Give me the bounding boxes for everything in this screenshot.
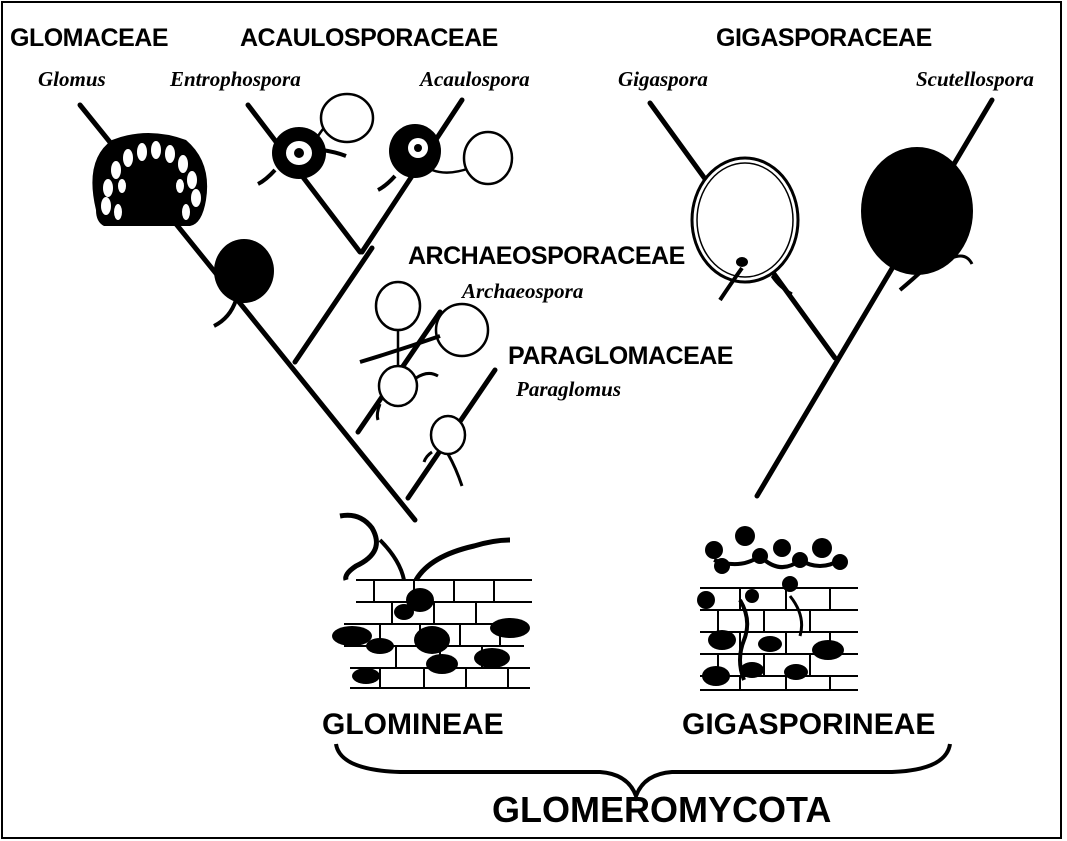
- paraglomus-spore-icon: [424, 416, 465, 486]
- family-paraglomaceae: PARAGLOMACEAE: [508, 342, 733, 370]
- phylum-glomeromycota: GLOMEROMYCOTA: [492, 789, 831, 830]
- genus-entrophospora: Entrophospora: [169, 67, 301, 91]
- suborder-glomineae: GLOMINEAE: [322, 708, 504, 741]
- branch-acaulospora-clade: [295, 248, 372, 362]
- genus-gigaspora: Gigaspora: [618, 67, 708, 91]
- family-acaulosporaceae: ACAULOSPORACEAE: [240, 24, 498, 52]
- genus-archaeospora: Archaeospora: [460, 279, 583, 303]
- suborder-gigasporineae: GIGASPORINEAE: [682, 708, 935, 741]
- glomus-sporocarp-icon: [92, 133, 207, 226]
- genus-glomus: Glomus: [38, 67, 106, 91]
- glomus-spore-icon: [214, 239, 274, 326]
- acaulospora-spore-icon: [378, 124, 512, 190]
- scutellospora-spore-icon: [861, 147, 973, 290]
- gigasporineae-root-cells-icon: [697, 526, 858, 690]
- genus-scutellospora: Scutellospora: [916, 67, 1034, 91]
- family-gigasporaceae: GIGASPORACEAE: [716, 24, 932, 52]
- genus-acaulospora: Acaulospora: [418, 67, 530, 91]
- glomineae-root-cells-icon: [332, 515, 532, 688]
- family-glomaceae: GLOMACEAE: [10, 24, 168, 52]
- gigaspora-spore-icon: [692, 158, 798, 300]
- family-archaeosporaceae: ARCHAEOSPORACEAE: [408, 242, 685, 270]
- genus-paraglomus: Paraglomus: [515, 377, 621, 401]
